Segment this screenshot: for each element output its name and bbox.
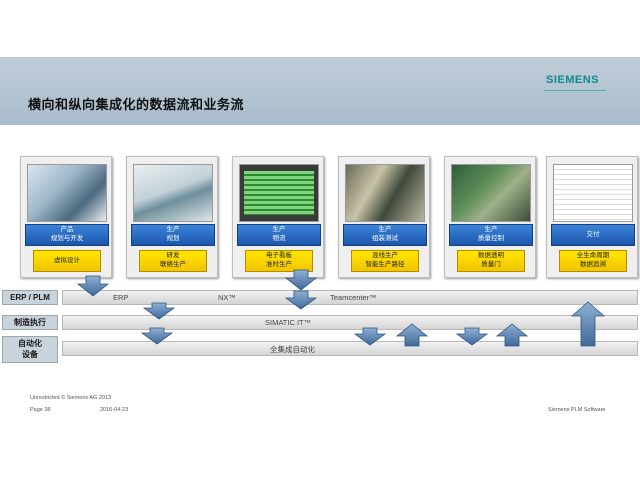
tia-label: 全集成自动化 xyxy=(270,345,315,354)
teamcenter-label: Teamcenter™ xyxy=(330,293,377,302)
footer-company: Siemens PLM Software xyxy=(548,407,606,413)
band-erp-plm xyxy=(62,290,638,305)
band-mes xyxy=(62,315,638,330)
panel-yellow-label: 混线生产智能生产路径 xyxy=(351,250,419,272)
nx-label: NX™ xyxy=(218,293,236,302)
panel-blue-label: 生产质量控制 xyxy=(449,224,533,246)
slide-title: 横向和纵向集成化的数据流和业务流 xyxy=(28,97,245,112)
circuit-board-image xyxy=(451,164,531,222)
row-label-mes: 制造执行 xyxy=(2,315,58,330)
panel-blue-label: 产品规划与开发 xyxy=(25,224,109,246)
cad-model-image xyxy=(27,164,107,222)
simatic-it-label: SIMATIC IT™ xyxy=(265,318,312,327)
panel-yellow-label: 数据透明质量门 xyxy=(457,250,525,272)
panel-yellow-label: 电子看板准时生产 xyxy=(245,250,313,272)
logo-divider xyxy=(544,90,606,91)
siemens-logo: SIEMENS xyxy=(546,74,600,86)
report-screen-image xyxy=(553,164,633,222)
panel-blue-label: 生产规划 xyxy=(131,224,215,246)
panel-quality-control: 生产质量控制 数据透明质量门 xyxy=(444,156,536,278)
panel-product-design: 产品规划与开发 虚拟设计 xyxy=(20,156,112,278)
panel-delivery: 交付 全生命周期数据追溯 xyxy=(546,156,638,278)
footer-date: 2016-04-23 xyxy=(100,407,129,413)
panel-production-planning: 生产规划 研发联络生产 xyxy=(126,156,218,278)
footer-restricted: Unrestricted © Siemens AG 2013 xyxy=(30,395,112,401)
panel-yellow-label: 虚拟设计 xyxy=(33,250,101,272)
band-automation xyxy=(62,341,638,356)
panel-blue-label: 生产组装测试 xyxy=(343,224,427,246)
row-label-automation: 自动化设备 xyxy=(2,336,58,363)
panel-assembly-testing: 生产组装测试 混线生产智能生产路径 xyxy=(338,156,430,278)
erp-label: ERP xyxy=(113,293,129,302)
header-band xyxy=(0,57,640,125)
row-label-erp-plm: ERP / PLM xyxy=(2,290,58,305)
panel-yellow-label: 全生命周期数据追溯 xyxy=(559,250,627,272)
factory-layout-image xyxy=(133,164,213,222)
panel-production-logistics: 生产物流 电子看板准时生产 xyxy=(232,156,324,278)
panel-blue-label: 交付 xyxy=(551,224,635,246)
panel-yellow-label: 研发联络生产 xyxy=(139,250,207,272)
assembly-line-image xyxy=(345,164,425,222)
kanban-screen-image xyxy=(239,164,319,222)
footer-page: Page 38 xyxy=(30,407,51,413)
panel-blue-label: 生产物流 xyxy=(237,224,321,246)
